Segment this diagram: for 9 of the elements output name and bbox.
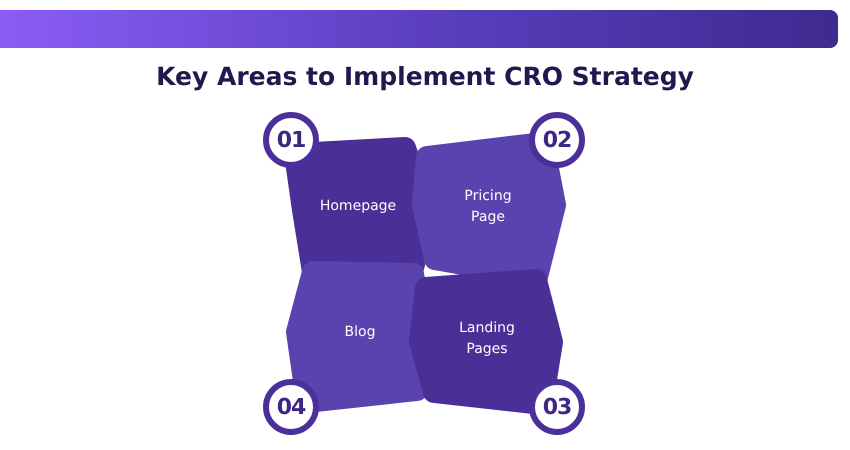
number-circle: 01 <box>263 112 319 168</box>
title: Key Areas to Implement CRO Strategy <box>155 62 695 91</box>
area-label: Blog <box>344 322 376 342</box>
number-circle: 04 <box>263 379 319 435</box>
number-circle: 02 <box>529 112 585 168</box>
number-circle: 03 <box>529 379 585 435</box>
area-label: Homepage <box>320 196 396 216</box>
area-label: Pricing Page <box>463 187 513 227</box>
area-label: Landing Pages <box>458 319 516 359</box>
